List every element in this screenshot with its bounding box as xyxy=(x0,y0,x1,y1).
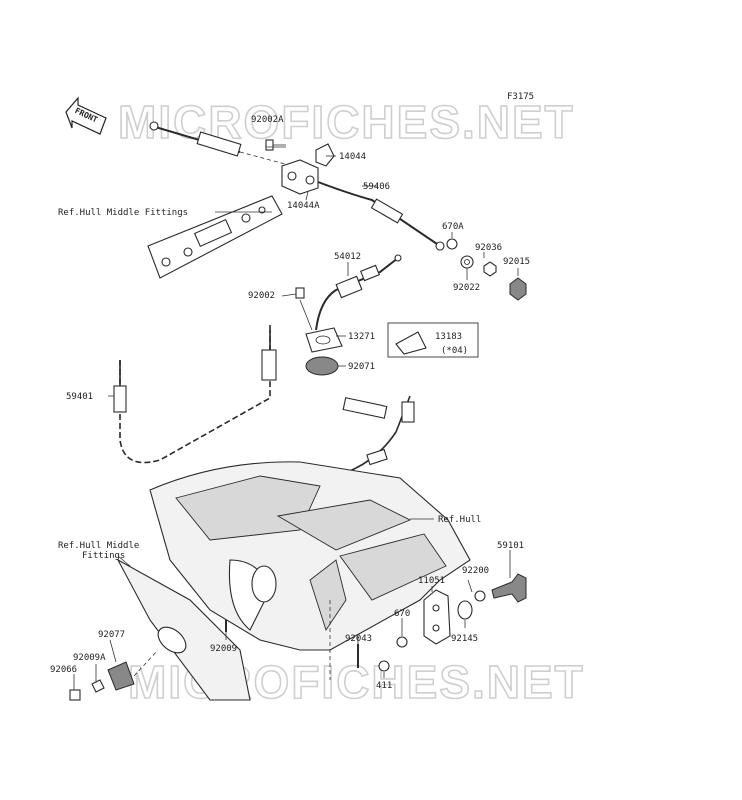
label-ref-hull-middle-bottom-1: Ref.Hull Middle xyxy=(58,541,139,551)
label-13271: 13271 xyxy=(348,332,375,342)
label-14044A: 14044A xyxy=(287,201,320,211)
label-92066: 92066 xyxy=(50,665,77,675)
screw-92009A xyxy=(91,679,105,693)
watermark-top: MICROFICHES.NET xyxy=(118,96,575,148)
label-13183-note: (*04) xyxy=(441,346,468,356)
gasket-13183 xyxy=(395,331,427,355)
bolt-92002 xyxy=(295,287,305,299)
label-92002A: 92002A xyxy=(251,115,284,125)
label-ref-hull-middle-top: Ref.Hull Middle Fittings xyxy=(58,208,188,218)
label-92022: 92022 xyxy=(453,283,480,293)
nut-92036 xyxy=(483,261,497,277)
label-11051: 11051 xyxy=(418,576,445,586)
cable-59406 xyxy=(317,181,441,247)
label-54012: 54012 xyxy=(334,252,361,262)
label-92009: 92009 xyxy=(210,644,237,654)
bolt-92002A xyxy=(265,139,274,151)
oring-670A xyxy=(446,238,458,250)
box-13183 xyxy=(387,322,479,358)
label-92200: 92200 xyxy=(462,566,489,576)
label-92036: 92036 xyxy=(475,243,502,253)
label-92015: 92015 xyxy=(503,257,530,267)
label-92043: 92043 xyxy=(345,634,372,644)
upper-cable-group xyxy=(149,121,445,251)
label-670A: 670A xyxy=(442,222,464,232)
label-92145: 92145 xyxy=(451,634,478,644)
label-59406: 59406 xyxy=(363,182,390,192)
label-14044: 14044 xyxy=(339,152,366,162)
nut-92015 xyxy=(509,277,527,301)
cap-92077 xyxy=(107,661,135,691)
knob-59101 xyxy=(491,573,527,603)
oring-670 xyxy=(396,636,408,648)
hole-cap xyxy=(251,565,277,603)
label-59101: 59101 xyxy=(497,541,524,551)
hull-body xyxy=(149,461,471,680)
choke-cable-assembly xyxy=(342,395,415,473)
clip-92066 xyxy=(69,689,81,701)
hull-middle-panel xyxy=(147,195,283,279)
front-arrow-icon: FRONT xyxy=(65,96,107,135)
label-92009A: 92009A xyxy=(73,653,106,663)
figure-code: F3175 xyxy=(507,92,534,102)
washer-411 xyxy=(378,660,390,672)
label-ref-hull: Ref.Hull xyxy=(438,515,481,525)
bracket-14044A xyxy=(281,159,319,195)
cover-11051 xyxy=(423,589,451,645)
label-ref-hull-middle-bottom-2: Fittings xyxy=(82,551,125,561)
seal-92145 xyxy=(457,600,473,620)
label-411: 411 xyxy=(376,681,392,691)
label-92077: 92077 xyxy=(98,630,125,640)
cable-59401 xyxy=(113,325,277,464)
washer-92200 xyxy=(474,590,486,602)
clip-14044 xyxy=(315,143,335,167)
label-670: 670 xyxy=(394,609,410,619)
label-92002: 92002 xyxy=(248,291,275,301)
hull-side-wall xyxy=(116,558,251,701)
cover-92071 xyxy=(305,356,339,376)
cable-54012 xyxy=(315,254,402,331)
label-59401: 59401 xyxy=(66,392,93,402)
label-92071: 92071 xyxy=(348,362,375,372)
label-13183: 13183 xyxy=(435,332,462,342)
